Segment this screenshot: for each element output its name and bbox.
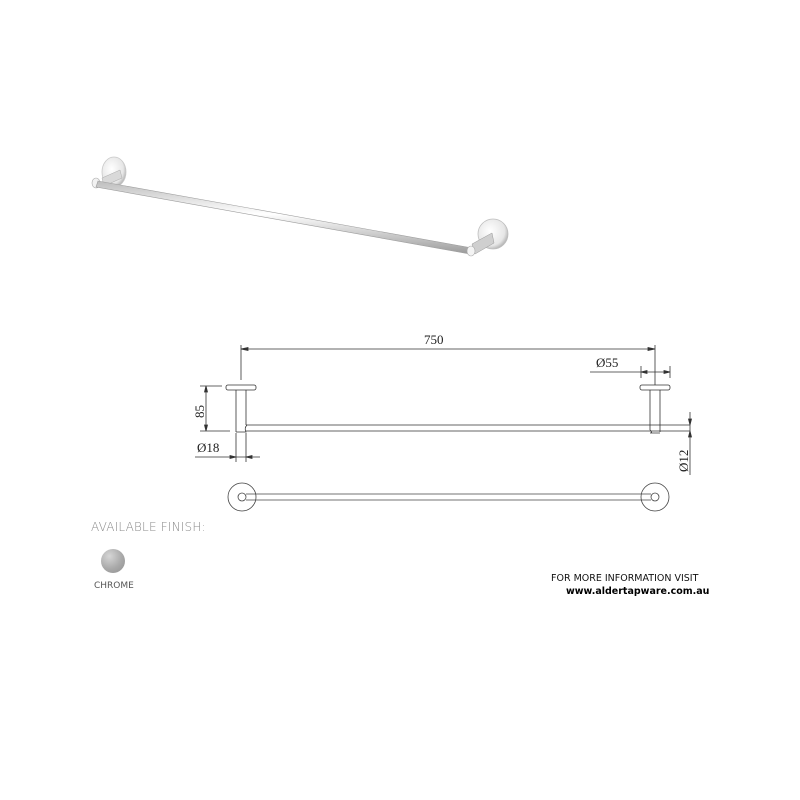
- product-render: [91, 156, 509, 257]
- dim-rail-label: Ø12: [676, 450, 691, 472]
- available-finish-heading: AVAILABLE FINISH:: [91, 520, 206, 534]
- dim-backplate-label: Ø55: [596, 355, 618, 370]
- dim-projection-label: 85: [192, 405, 207, 418]
- chrome-finish-swatch: [101, 549, 125, 573]
- website-link[interactable]: www.aldertapware.com.au: [566, 586, 710, 597]
- more-info-text: FOR MORE INFORMATION VISIT: [551, 573, 699, 584]
- dim-length-label: 750: [424, 332, 444, 347]
- finish-name-chrome: CHROME: [94, 581, 134, 591]
- dim-post-label: Ø18: [197, 440, 219, 455]
- technical-drawing: 750 Ø55 Ø18 85 Ø12: [192, 332, 693, 512]
